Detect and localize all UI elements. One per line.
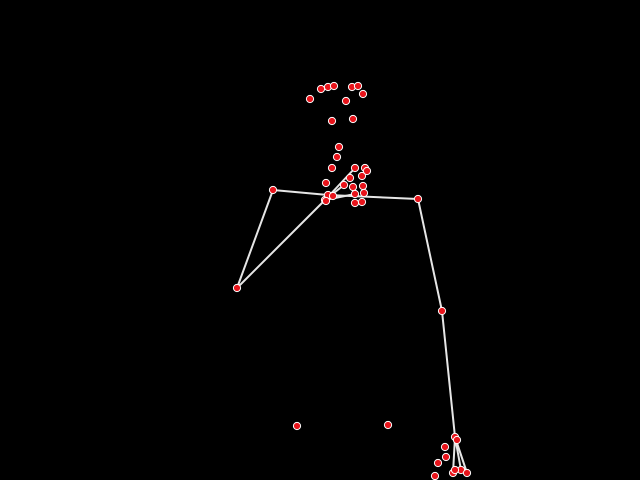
keypoint-f4 bbox=[329, 81, 339, 91]
keypoint-f7 bbox=[358, 89, 368, 99]
keypoint-r4 bbox=[433, 458, 443, 468]
keypoint-rhip bbox=[383, 420, 393, 430]
keypoint-h12 bbox=[348, 182, 358, 192]
bone-lshoulder-neck bbox=[272, 189, 329, 196]
keypoint-lhip bbox=[292, 421, 302, 431]
keypoint-h11 bbox=[339, 180, 349, 190]
keypoint-h5 bbox=[321, 196, 331, 206]
keypoint-lelbow bbox=[232, 283, 242, 293]
keypoint-h3 bbox=[327, 163, 337, 173]
bone-lelbow-lwrist bbox=[236, 199, 326, 289]
keypoint-h13 bbox=[358, 181, 368, 191]
keypoint-r8 bbox=[462, 468, 472, 478]
keypoint-h6 bbox=[350, 163, 360, 173]
keypoint-h14 bbox=[350, 189, 360, 199]
keypoint-r3 bbox=[441, 452, 451, 462]
keypoint-h9 bbox=[357, 171, 367, 181]
bone-lelbow-lshoulder bbox=[236, 189, 274, 289]
keypoint-rshoulder bbox=[413, 194, 423, 204]
keypoint-r1 bbox=[452, 435, 462, 445]
keypoint-f6 bbox=[353, 81, 363, 91]
keypoint-h4 bbox=[321, 178, 331, 188]
keypoint-h15 bbox=[359, 188, 369, 198]
keypoint-f9 bbox=[327, 116, 337, 126]
keypoint-r9 bbox=[450, 465, 460, 475]
keypoint-h2 bbox=[332, 152, 342, 162]
keypoint-relbow bbox=[437, 306, 447, 316]
keypoint-f8 bbox=[341, 96, 351, 106]
bone-relbow-rwrist bbox=[441, 310, 456, 438]
keypoint-h18 bbox=[328, 191, 338, 201]
keypoint-r5 bbox=[430, 471, 440, 480]
keypoint-h17 bbox=[357, 197, 367, 207]
keypoint-f1 bbox=[305, 94, 315, 104]
keypoint-h8 bbox=[345, 173, 355, 183]
keypoint-lshoulder bbox=[268, 185, 278, 195]
keypoint-f10 bbox=[348, 114, 358, 124]
keypoint-h16 bbox=[350, 198, 360, 208]
keypoint-h1 bbox=[334, 142, 344, 152]
keypoint-r2 bbox=[440, 442, 450, 452]
bone-rshoulder-relbow bbox=[417, 198, 443, 312]
keypoint-f2 bbox=[316, 84, 326, 94]
keypoint-h10 bbox=[362, 166, 372, 176]
bone-lwrist-h14 bbox=[324, 193, 356, 201]
